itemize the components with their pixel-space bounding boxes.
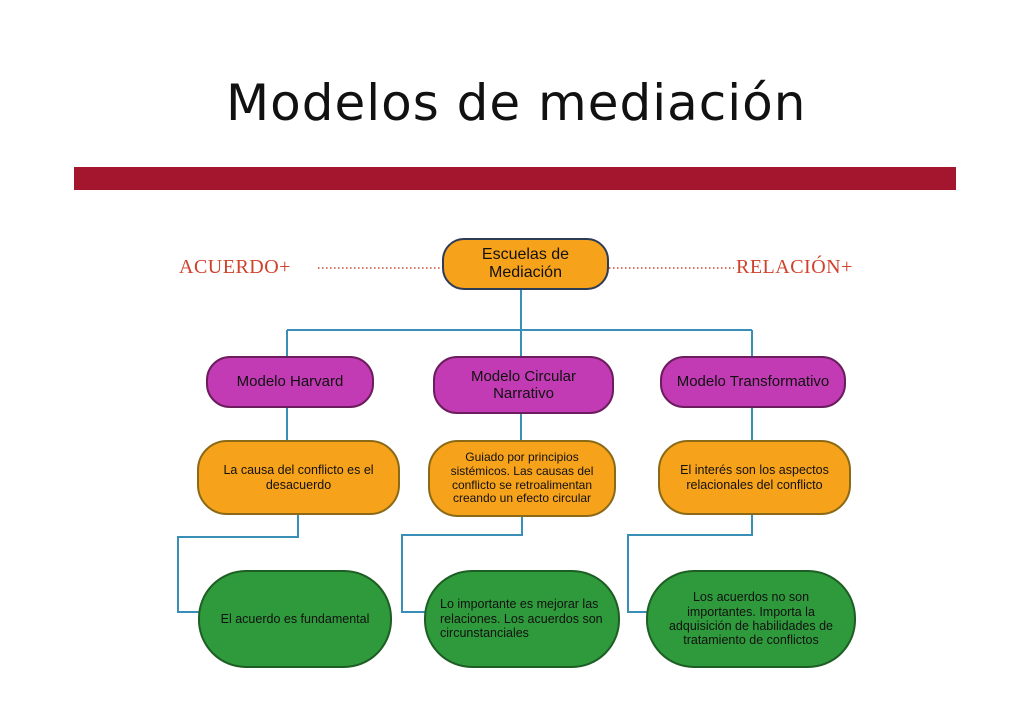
acuerdo-label: ACUERDO+	[179, 256, 291, 278]
connector-desc-outcome-center	[401, 517, 523, 613]
escuelas-node: Escuelas de Mediación	[442, 238, 609, 290]
description-harvard-node: La causa del conflicto es el desacuerdo	[197, 440, 400, 515]
title-accent-bar	[74, 167, 956, 190]
model-circular-narrativo-node: Modelo Circular Narrativo	[433, 356, 614, 414]
outcome-harvard-node: El acuerdo es fundamental	[198, 570, 392, 668]
model-harvard-node: Modelo Harvard	[206, 356, 374, 408]
connector-desc-outcome-right	[627, 515, 753, 613]
relacion-label: RELACIÓN+	[736, 256, 853, 278]
model-transformativo-node: Modelo Transformativo	[660, 356, 846, 408]
slide-title: Modelos de mediación	[226, 74, 807, 132]
connector-desc-outcome-left	[177, 515, 299, 613]
outcome-circular-node: Lo importante es mejorar las relaciones.…	[424, 570, 620, 668]
description-transformativo-node: El interés son los aspectos relacionales…	[658, 440, 851, 515]
description-circular-node: Guiado por principios sistémicos. Las ca…	[428, 440, 616, 517]
outcome-transformativo-node: Los acuerdos no son importantes. Importa…	[646, 570, 856, 668]
